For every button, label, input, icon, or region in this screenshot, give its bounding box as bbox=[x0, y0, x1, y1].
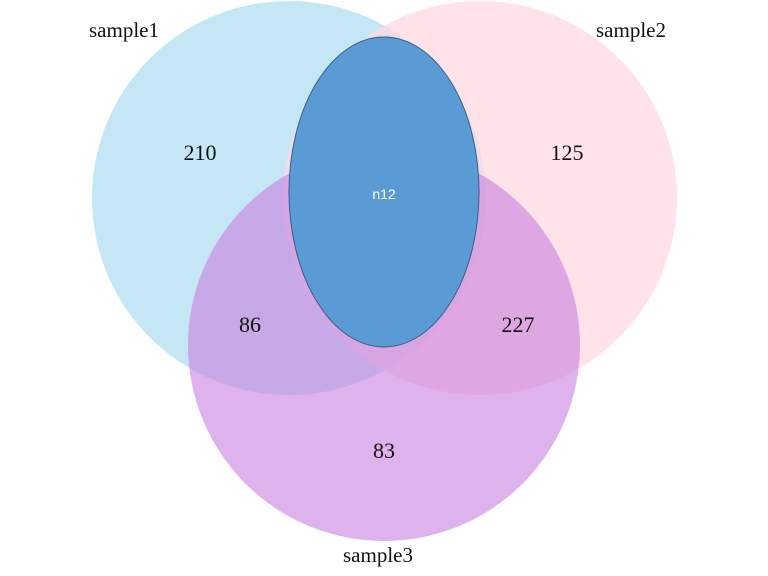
region-count-sample2-only: 125 bbox=[551, 140, 584, 165]
set-label-sample2: sample2 bbox=[596, 18, 666, 42]
region-count-sample1-only: 210 bbox=[184, 140, 217, 165]
set-label-sample3: sample3 bbox=[343, 543, 413, 567]
set-label-sample1: sample1 bbox=[89, 18, 159, 42]
center-ellipse bbox=[288, 36, 480, 348]
region-count-sample1-sample3: 86 bbox=[239, 312, 261, 337]
region-count-sample3-only: 83 bbox=[373, 438, 395, 463]
region-count-sample2-sample3: 227 bbox=[502, 312, 535, 337]
center-ellipse-label: n12 bbox=[372, 186, 396, 202]
